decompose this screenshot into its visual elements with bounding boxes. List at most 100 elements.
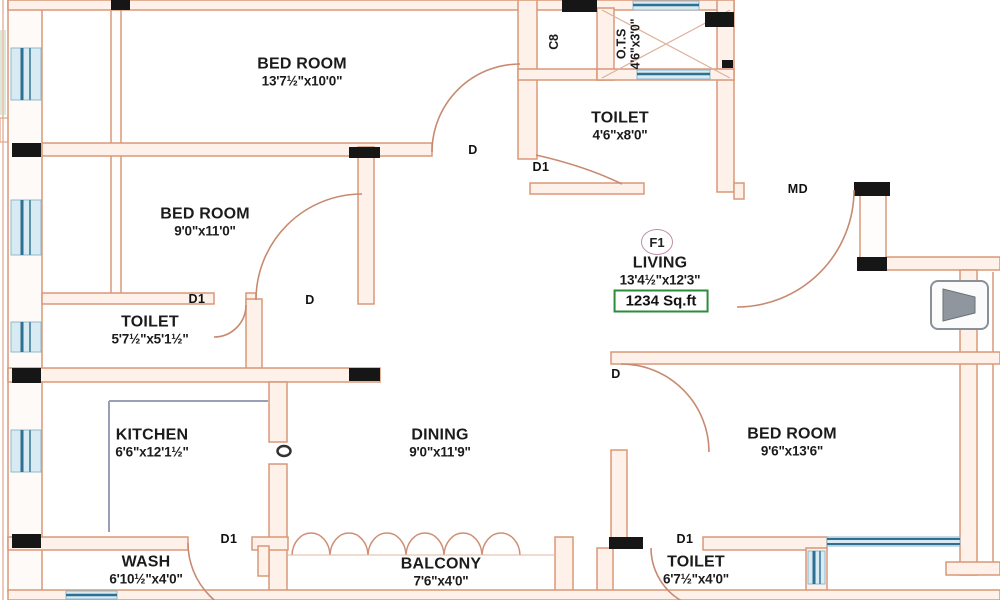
column <box>111 0 130 10</box>
wall-toilet3-left <box>596 547 614 600</box>
wall-bedroom2-right <box>357 146 375 305</box>
room-dims: 4'6"x3'0" <box>629 18 643 70</box>
door-label-bedroom2: D <box>305 293 315 307</box>
walls <box>7 0 1000 600</box>
closet-code: C8 <box>547 34 561 50</box>
wall-bottom-right <box>945 561 1000 576</box>
balcony-railing <box>291 532 521 556</box>
door-arc-wash <box>187 542 216 600</box>
room-label-bedroom-1: BED ROOM 13'7½"x10'0" <box>257 55 347 88</box>
unit-badge: F1 <box>641 229 673 255</box>
window <box>10 47 42 101</box>
unit-code: F1 <box>649 234 665 250</box>
room-name: BALCONY <box>400 555 482 573</box>
column <box>12 534 41 548</box>
closet-label: C8 <box>547 34 561 50</box>
column <box>12 368 41 383</box>
room-label-bedroom-2: BED ROOM 9'0"x11'0" <box>160 205 250 238</box>
room-dims: 7'6"x4'0" <box>413 573 469 589</box>
door-arcs <box>187 63 855 600</box>
door-arc-toilet2 <box>213 304 247 338</box>
room-name: BED ROOM <box>160 205 250 223</box>
door-arc-toilet1 <box>535 154 623 185</box>
room-name: DINING <box>411 426 469 444</box>
wall-bottom <box>7 589 1000 600</box>
column <box>705 12 734 27</box>
room-label-living: LIVING 13'4½"x12'3" <box>620 254 701 287</box>
window-ots-bottom <box>636 69 711 80</box>
column <box>609 537 643 549</box>
window-ots-top <box>632 0 700 11</box>
room-dims: 9'0"x11'9" <box>409 444 471 460</box>
door-leaf-wash <box>257 545 270 577</box>
column <box>349 368 380 381</box>
room-dims: 4'6"x8'0" <box>592 127 648 143</box>
room-name: TOILET <box>667 553 725 571</box>
door-label-bedroom1: D <box>468 143 478 157</box>
room-dims: 9'6"x13'6" <box>760 443 824 459</box>
window <box>10 429 42 473</box>
room-dims: 13'7½"x10'0" <box>261 73 343 89</box>
door-arc-bedroom1 <box>431 63 521 153</box>
wall-kitchen-right-upper <box>268 381 288 443</box>
wall-bedroom3-left <box>610 449 628 543</box>
room-name: O.T.S <box>614 28 629 60</box>
door-label-toilet3: D1 <box>676 532 694 546</box>
wall-balcony-right <box>554 536 574 600</box>
room-dims: 13'4½"x12'3" <box>619 272 701 288</box>
door-label-toilet2: D1 <box>188 292 206 306</box>
wall-closet-bottom <box>517 68 603 81</box>
room-label-toilet-2: TOILET 5'7½"x5'1½" <box>111 313 188 346</box>
room-name: TOILET <box>121 313 179 331</box>
wall-right-upper <box>716 0 735 193</box>
room-name: TOILET <box>591 109 649 127</box>
area-value: 1234 Sq.ft <box>625 292 697 310</box>
room-label-bedroom-3: BED ROOM 9'6"x13'6" <box>747 425 837 458</box>
wall-bedroom2-bottom <box>41 292 215 305</box>
door-arc-main <box>736 189 855 308</box>
column <box>857 257 887 271</box>
room-label-kitchen: KITCHEN 6'6"x12'1½" <box>115 426 189 460</box>
door-arc-bedroom3 <box>620 363 710 453</box>
column <box>854 182 890 196</box>
wall-toilet2-right <box>245 298 263 376</box>
room-dims: 5'7½"x5'1½" <box>111 331 189 347</box>
wall-toilet2-bottom <box>7 367 381 383</box>
kitchen-opening-marker <box>276 444 292 458</box>
window <box>10 321 42 353</box>
room-name: BED ROOM <box>257 55 347 73</box>
window <box>10 199 42 256</box>
room-dims: 6'6"x12'1½" <box>115 444 189 460</box>
room-name: KITCHEN <box>115 426 189 444</box>
room-label-ots: O.T.S 4'6"x3'0" <box>615 19 644 70</box>
room-label-wash: WASH 6'10½"x4'0" <box>109 553 183 587</box>
wash-basin-icon <box>930 280 989 330</box>
room-dims: 6'10½"x4'0" <box>109 571 183 587</box>
door-arc-bedroom2 <box>255 193 363 301</box>
column <box>722 60 733 68</box>
columns <box>12 0 890 549</box>
wall-maindoor-stub <box>733 182 745 200</box>
door-label-bedroom3: D <box>611 367 621 381</box>
room-dims: 9'0"x11'0" <box>174 223 236 239</box>
room-name: LIVING <box>632 254 688 272</box>
wall-toilet1-bottom <box>529 182 645 195</box>
room-label-balcony: BALCONY 7'6"x4'0" <box>401 555 482 588</box>
room-label-toilet-3: TOILET 6'7½"x4'0" <box>663 553 729 586</box>
wall-kitchen-right-lower <box>268 463 288 600</box>
door-arc-toilet3 <box>650 547 682 600</box>
window-bedroom3-bottom <box>826 536 961 547</box>
wall-bedroom3-top <box>610 351 1000 365</box>
window-wash-bottom <box>65 590 118 600</box>
window-toilet3-right <box>807 550 826 585</box>
column <box>349 147 380 158</box>
column <box>12 143 41 157</box>
wall-lobby-top <box>885 256 1000 271</box>
area-badge: 1234 Sq.ft <box>613 289 709 313</box>
windows <box>10 0 961 600</box>
door-label-toilet1: D1 <box>532 160 550 174</box>
column <box>562 0 597 12</box>
room-label-dining: DINING 9'0"x11'9" <box>409 426 471 459</box>
room-name: WASH <box>121 553 171 571</box>
